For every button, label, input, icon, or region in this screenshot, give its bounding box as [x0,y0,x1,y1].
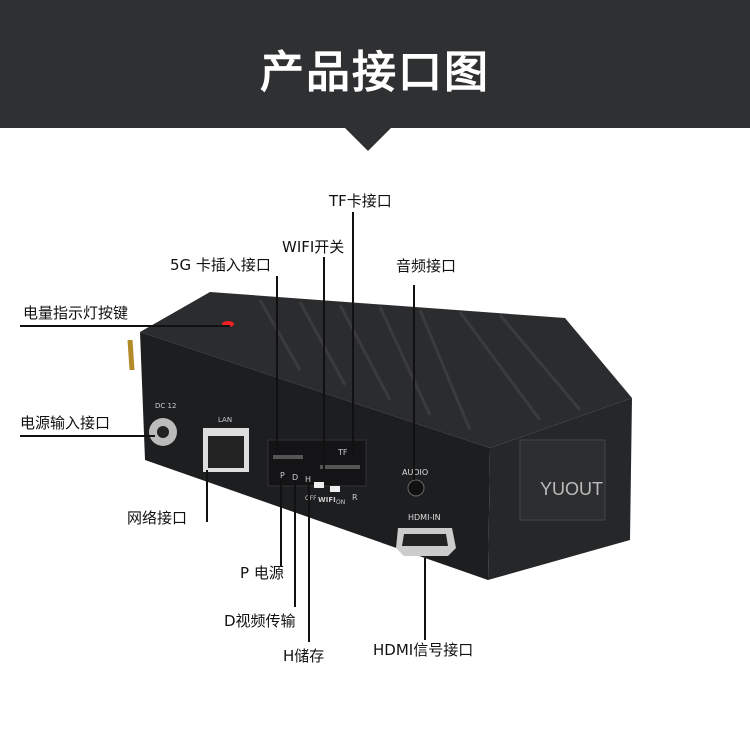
battery-leader [20,325,230,327]
wifi-switch [314,482,324,488]
svg-text:P: P [280,471,285,480]
network-leader [206,470,208,522]
label-battery: 电量指示灯按键 [23,304,129,322]
header-banner: 产品接口图 [0,0,750,128]
svg-text:ON: ON [336,499,345,506]
power-leader [20,435,155,437]
antenna [127,339,135,371]
label-d: D视频传输 [224,612,296,630]
svg-text:H: H [305,475,311,484]
header-pointer [344,127,392,151]
card-panel [267,439,367,487]
sim-slot [273,455,303,459]
label-network: 网络接口 [127,509,188,527]
wifi-leader [323,257,325,472]
hdmi-leader [424,558,426,640]
sim-leader [276,276,278,452]
label-sim: 5G 卡插入接口 [170,256,271,274]
svg-text:WIFI: WIFI [318,496,336,504]
svg-text:OFF: OFF [305,495,317,502]
label-wifi: WIFI开关 [282,238,345,256]
device-top-face [140,292,632,448]
tf-leader [352,212,354,455]
label-tf: TF卡接口 [329,192,392,210]
svg-text:AUDIO: AUDIO [402,468,428,477]
svg-text:D: D [292,473,298,482]
d-leader [294,485,296,607]
page-title: 产品接口图 [260,47,490,98]
label-h: H储存 [283,647,325,665]
svg-text:LAN: LAN [218,416,232,424]
label-power: 电源输入接口 [20,414,111,432]
tf-slot [320,465,360,469]
svg-text:TF: TF [337,448,348,457]
svg-text:R: R [352,493,358,502]
svg-text:DC 12: DC 12 [155,402,176,410]
side-logo: YUOUT [540,479,603,499]
label-audio: 音频接口 [396,257,457,275]
audio-jack [407,479,425,497]
p-leader [280,480,282,567]
label-p: P 电源 [240,564,284,582]
svg-text:HDMI-IN: HDMI-IN [408,513,441,522]
side-logo-panel [519,439,606,521]
h-leader [308,485,310,642]
audio-leader [413,285,415,480]
label-hdmi: HDMI信号接口 [373,641,474,659]
